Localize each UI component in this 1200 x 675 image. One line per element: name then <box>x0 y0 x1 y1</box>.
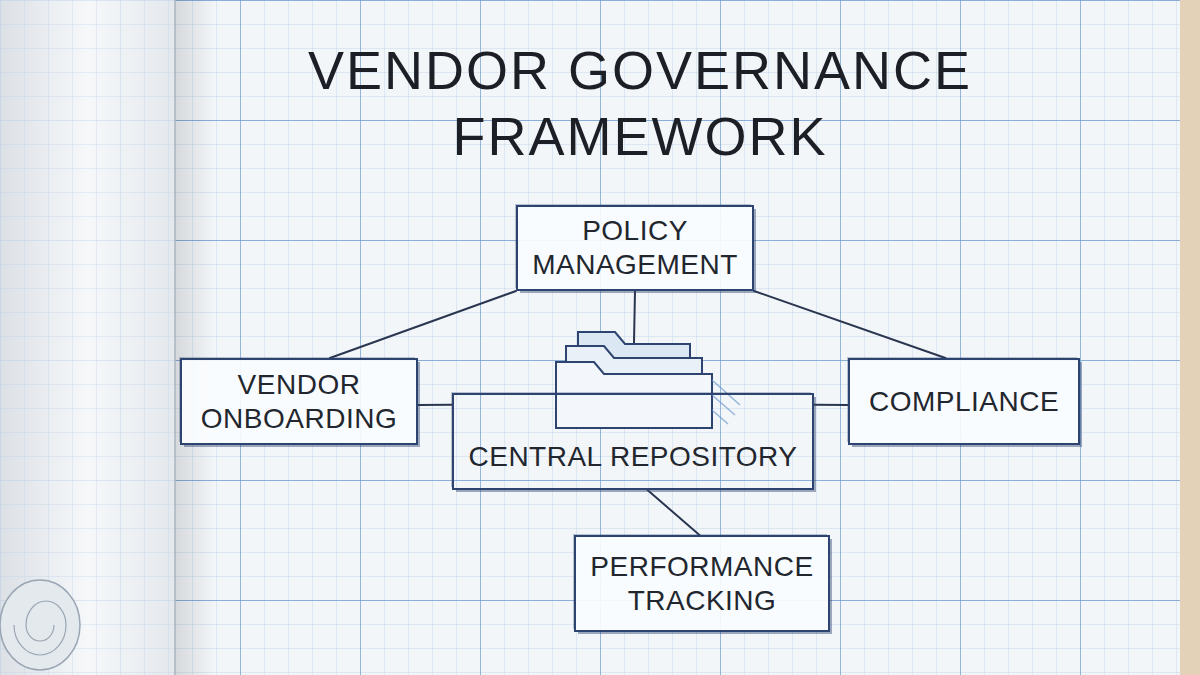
connector-line <box>754 291 945 358</box>
onboarding-box: VENDOR ONBOARDING <box>180 358 418 445</box>
node-label: COMPLIANCE <box>869 385 1059 419</box>
node-label: POLICY MANAGEMENT <box>532 214 738 281</box>
diagram-title: VENDOR GOVERNANCE FRAMEWORK <box>240 38 1040 170</box>
connector-line <box>418 404 452 405</box>
connector-line <box>647 490 699 535</box>
repository-box: CENTRAL REPOSITORY <box>452 393 814 490</box>
performance-box: PERFORMANCE TRACKING <box>574 535 830 632</box>
node-label: PERFORMANCE TRACKING <box>590 550 814 617</box>
compliance-box: COMPLIANCE <box>848 358 1080 445</box>
connector-line <box>330 291 516 358</box>
policy-box: POLICY MANAGEMENT <box>516 205 754 291</box>
node-label: VENDOR ONBOARDING <box>196 368 402 435</box>
node-label: CENTRAL REPOSITORY <box>468 440 797 474</box>
connector-line <box>814 404 848 405</box>
